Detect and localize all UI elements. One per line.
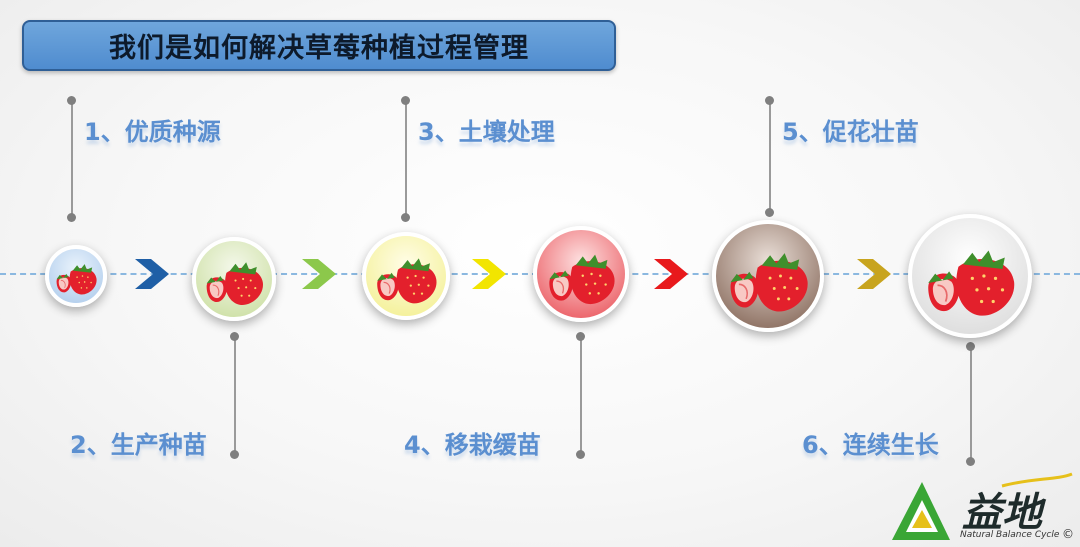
connector-2-bottom-dot xyxy=(230,450,239,459)
connector-3 xyxy=(405,100,407,218)
chevron-arrow-1 xyxy=(135,259,169,289)
connector-6-top-dot xyxy=(966,342,975,351)
connector-1 xyxy=(71,100,73,218)
strawberry-icon xyxy=(56,263,98,295)
connector-6-bottom-dot xyxy=(966,457,975,466)
connector-3-bottom-dot xyxy=(401,213,410,222)
connector-1-top-dot xyxy=(67,96,76,105)
step-4-label: 4、移栽缓苗 xyxy=(404,431,541,459)
step-2-strawberry-image xyxy=(192,237,276,321)
logo-subtitle: Natural Balance Cycle xyxy=(960,530,1060,540)
connector-3-top-dot xyxy=(401,96,410,105)
step-5-label: 5、促花壮苗 xyxy=(782,118,919,146)
logo-name: 益地 xyxy=(962,489,1042,536)
connector-5-bottom-dot xyxy=(765,208,774,217)
connector-4-bottom-dot xyxy=(576,450,585,459)
step-2-label: 2、生产种苗 xyxy=(70,431,207,459)
connector-5 xyxy=(769,100,771,212)
page-title: 我们是如何解决草莓种植过程管理 xyxy=(109,33,529,64)
step-4-strawberry-image xyxy=(533,226,629,322)
chevron-arrow-3 xyxy=(472,259,506,289)
connector-2 xyxy=(234,336,236,454)
chevron-arrow-5 xyxy=(857,259,891,289)
connector-4 xyxy=(580,336,582,454)
strawberry-icon xyxy=(376,257,438,304)
connector-6 xyxy=(970,346,972,462)
step-6-strawberry-image xyxy=(908,214,1032,338)
step-1-strawberry-image xyxy=(45,245,107,307)
title-banner: 我们是如何解决草莓种植过程管理 xyxy=(22,20,616,71)
strawberry-icon xyxy=(729,252,809,313)
step-6-label: 6、连续生长 xyxy=(802,431,939,459)
step-5-strawberry-image xyxy=(712,220,824,332)
strawberry-icon xyxy=(927,249,1016,317)
strawberry-icon xyxy=(206,261,264,306)
step-1-label: 1、优质种源 xyxy=(84,118,221,146)
step-3-strawberry-image xyxy=(362,232,450,320)
strawberry-icon xyxy=(548,253,616,305)
connector-2-top-dot xyxy=(230,332,239,341)
connector-5-top-dot xyxy=(765,96,774,105)
connector-1-bottom-dot xyxy=(67,213,76,222)
chevron-arrow-4 xyxy=(654,259,688,289)
copyright-symbol: © xyxy=(1062,527,1074,541)
step-3-label: 3、土壤处理 xyxy=(418,118,555,146)
chevron-arrow-2 xyxy=(302,259,336,289)
yidi-logo-icon xyxy=(892,472,1073,540)
connector-4-top-dot xyxy=(576,332,585,341)
